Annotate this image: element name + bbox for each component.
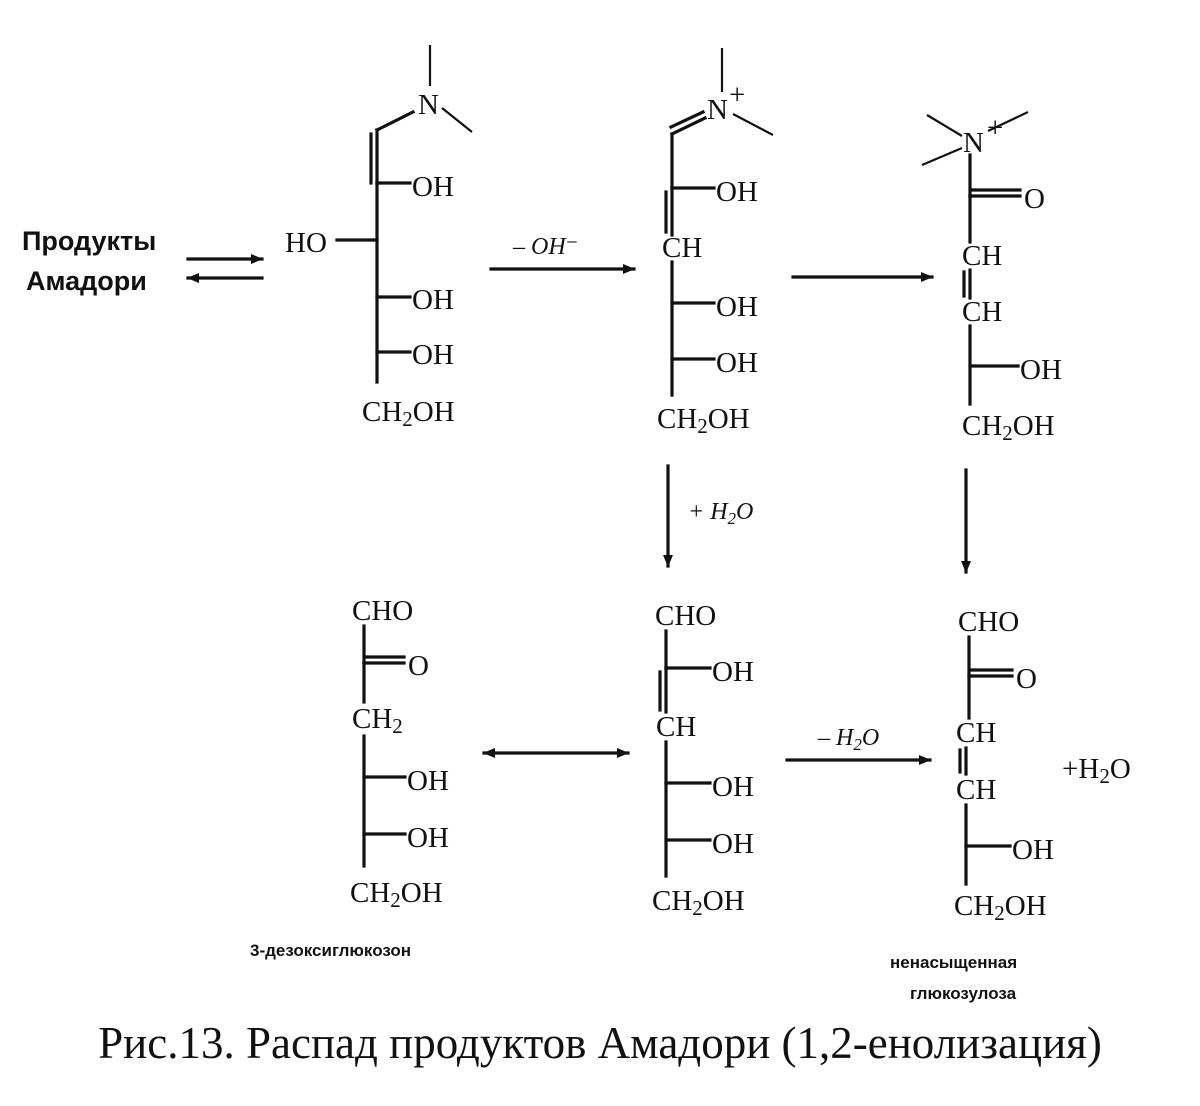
c3-ho: HO: [285, 227, 327, 259]
structure-keto-iminium: N + O CH CH OH CH2OH: [921, 111, 1062, 445]
arrow-loss-of-hydroxide: – OH⁻: [489, 234, 636, 274]
c5-oh: OH: [712, 828, 754, 860]
c2-oh: OH: [712, 656, 754, 688]
structure-unsaturated-glucosulose: CHO O CH CH OH CH2OH ненасыщенная глюкоз…: [890, 606, 1054, 1003]
arrow-hydration: + H2O: [663, 464, 753, 568]
c3-ch: CH: [656, 711, 696, 743]
amadori-products-label: Продукты Амадори: [22, 226, 156, 296]
nitrogen-atom: N: [418, 89, 439, 121]
c5-oh: OH: [1012, 834, 1054, 866]
structure-enediol: CHO OH CH OH OH CH2OH: [652, 600, 754, 920]
c5-oh: OH: [412, 339, 454, 371]
label-3-deoxyglucosone: 3-дезоксиглюкозон: [250, 941, 411, 960]
reagent-plus-h2o: + H2O: [688, 499, 753, 528]
figure-caption: Рис.13. Распад продуктов Амадори (1,2-ен…: [98, 1018, 1102, 1068]
c1-cho: CHO: [655, 600, 716, 632]
c5-ch2oh: CH2OH: [962, 410, 1055, 445]
c4-oh: OH: [1020, 354, 1062, 386]
side-product-water: +H2O: [1062, 753, 1131, 788]
c4-oh: OH: [712, 771, 754, 803]
c2-oh: OH: [412, 171, 454, 203]
c1-oxygen: O: [1024, 183, 1045, 215]
c6-ch2oh: CH2OH: [362, 396, 455, 431]
structure-enamine: N OH HO OH OH CH2OH: [285, 45, 473, 431]
c6-ch2oh: CH2OH: [657, 403, 750, 438]
n-bond-upper-right: [987, 111, 1029, 132]
start-label-line-1: Продукты: [22, 226, 156, 256]
c2-oxygen: O: [1016, 663, 1037, 695]
c1-cho: CHO: [958, 606, 1019, 638]
positive-charge: +: [987, 112, 1003, 144]
label-unsaturated: ненасыщенная: [890, 953, 1017, 972]
c3-ch: CH: [662, 232, 702, 264]
structure-3-deoxyglucosone: CHO O CH2 OH OH CH2OH 3-дезоксиглюкозон: [250, 595, 449, 960]
reagent-minus-h2o: – H2O: [817, 725, 879, 754]
c3-ch2: CH2: [352, 703, 403, 738]
c4-oh: OH: [716, 291, 758, 323]
nitrogen-atom: N: [963, 127, 984, 159]
n-bond-right: [732, 113, 774, 136]
c2-oh: OH: [716, 176, 758, 208]
c6-ch2oh: CH2OH: [954, 890, 1047, 925]
c4-ch: CH: [956, 774, 996, 806]
nitrogen-atom: N: [707, 94, 728, 126]
c6-ch2oh: CH2OH: [350, 877, 443, 912]
label-glucosulose: глюкозулоза: [910, 984, 1017, 1003]
equilibrium-arrows: [186, 254, 264, 283]
c5-oh: OH: [716, 347, 758, 379]
c5-oh: OH: [407, 822, 449, 854]
c3-ch: CH: [956, 717, 996, 749]
c3-ch: CH: [962, 296, 1002, 328]
n-bond-upper-left: [926, 114, 963, 137]
c6-ch2oh: CH2OH: [652, 885, 745, 920]
reagent-minus-oh: – OH⁻: [512, 234, 578, 260]
structure-iminium: N + OH CH OH OH CH2OH: [657, 48, 774, 438]
n-bond-right: [441, 107, 473, 133]
arrow-dehydration: – H2O: [785, 725, 932, 765]
positive-charge: +: [729, 79, 745, 111]
bond-c1-n: [374, 109, 416, 133]
c1-cho: CHO: [352, 595, 413, 627]
c4-oh: OH: [407, 765, 449, 797]
c2-oxygen: O: [408, 650, 429, 682]
bond-c1-n: [669, 115, 708, 137]
c4-oh: OH: [412, 284, 454, 316]
c2-ch: CH: [962, 240, 1002, 272]
bond-c1-n-double: [668, 109, 706, 130]
n-bond-lower-left: [921, 146, 963, 167]
start-label-line-2: Амадори: [26, 266, 147, 296]
